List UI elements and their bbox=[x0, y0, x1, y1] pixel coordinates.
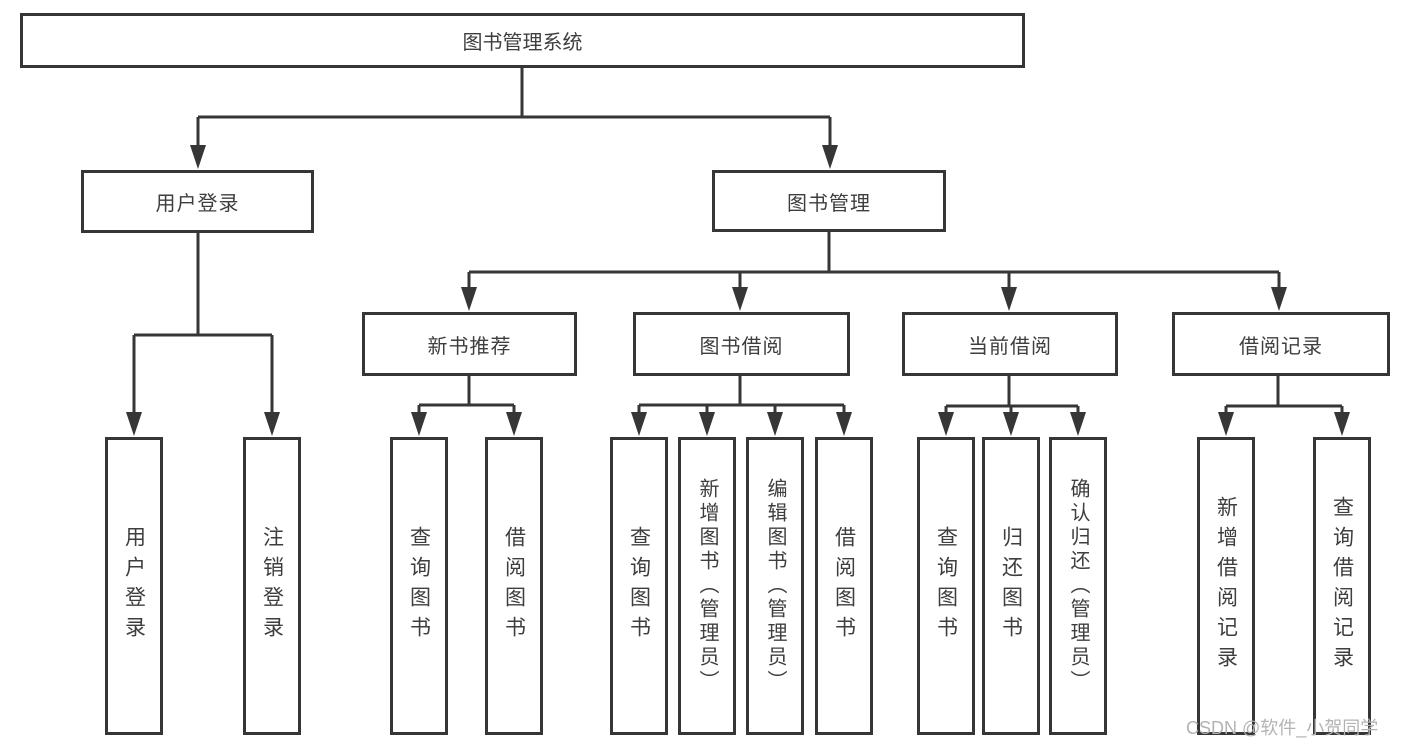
arrow-icon bbox=[631, 412, 647, 436]
arrow-icon bbox=[1003, 412, 1019, 436]
arrow-icon bbox=[938, 412, 954, 436]
arrow-icon bbox=[822, 145, 838, 169]
node-label: 查询图书 bbox=[934, 526, 958, 646]
arrow-icon bbox=[1070, 412, 1086, 436]
node-label: 图书借阅 bbox=[699, 335, 784, 358]
node-new-book-recommendation: 新书推荐 bbox=[362, 312, 577, 376]
node-label: 当前借阅 bbox=[968, 335, 1052, 358]
leaf-borrow-books-borrowing: 借阅图书 bbox=[815, 437, 873, 735]
arrow-icon bbox=[1271, 287, 1287, 311]
node-label: 用户登录 bbox=[122, 526, 146, 646]
node-library-management-system: 图书管理系统 bbox=[20, 13, 1025, 68]
node-label: 新增图书（管理员） bbox=[696, 478, 718, 694]
leaf-logout: 注销登录 bbox=[243, 437, 301, 735]
edge-borrowing-to-leaves bbox=[637, 376, 846, 414]
arrow-icon bbox=[732, 287, 748, 311]
node-label: 借阅图书 bbox=[502, 526, 526, 646]
leaf-query-books-recommend: 查询图书 bbox=[390, 437, 448, 735]
node-label: 查询借阅记录 bbox=[1330, 496, 1354, 676]
edge-records-to-leaves bbox=[1224, 376, 1344, 414]
node-label: 注销登录 bbox=[260, 526, 284, 646]
leaf-user-login: 用户登录 bbox=[105, 437, 163, 735]
edge-userlogin-to-leaves bbox=[132, 233, 274, 414]
arrow-icon bbox=[699, 412, 715, 436]
leaf-edit-books-admin: 编辑图书（管理员） bbox=[746, 437, 804, 735]
leaf-add-borrow-record: 新增借阅记录 bbox=[1197, 437, 1255, 735]
leaf-add-books-admin: 新增图书（管理员） bbox=[678, 437, 736, 735]
arrow-icon bbox=[1218, 412, 1234, 436]
edge-current-to-leaves bbox=[944, 376, 1080, 414]
leaf-confirm-return-admin: 确认归还（管理员） bbox=[1049, 437, 1107, 735]
node-label: 图书管理系统 bbox=[462, 32, 583, 54]
leaf-borrow-books-recommend: 借阅图书 bbox=[485, 437, 543, 735]
leaf-query-borrow-record: 查询借阅记录 bbox=[1313, 437, 1371, 735]
arrow-icon bbox=[1334, 412, 1350, 436]
node-label: 新书推荐 bbox=[427, 335, 512, 358]
arrow-icon bbox=[836, 412, 852, 436]
node-label: 确认归还（管理员） bbox=[1067, 478, 1089, 694]
node-current-borrowing: 当前借阅 bbox=[902, 312, 1118, 376]
node-user-login: 用户登录 bbox=[81, 170, 314, 233]
edge-root-to-level2 bbox=[196, 68, 832, 146]
leaf-return-books: 归还图书 bbox=[982, 437, 1040, 735]
leaf-query-books-borrowing: 查询图书 bbox=[610, 437, 668, 735]
node-label: 新增借阅记录 bbox=[1214, 496, 1238, 676]
edge-bookmgmt-to-level3 bbox=[467, 232, 1281, 290]
node-label: 借阅记录 bbox=[1239, 335, 1323, 358]
node-label: 编辑图书（管理员） bbox=[764, 478, 786, 694]
node-label: 借阅图书 bbox=[832, 526, 856, 646]
leaf-query-books-current: 查询图书 bbox=[917, 437, 975, 735]
node-label: 图书管理 bbox=[787, 192, 871, 215]
arrow-icon bbox=[190, 145, 206, 169]
node-label: 归还图书 bbox=[999, 526, 1023, 646]
arrow-icon bbox=[1001, 287, 1017, 311]
node-label: 查询图书 bbox=[407, 526, 431, 646]
arrow-icon bbox=[461, 287, 477, 311]
arrow-icon bbox=[767, 412, 783, 436]
arrow-icon bbox=[126, 412, 142, 436]
node-book-borrowing: 图书借阅 bbox=[633, 312, 850, 376]
node-book-management: 图书管理 bbox=[712, 170, 946, 232]
arrow-icon bbox=[506, 412, 522, 436]
node-borrowing-records: 借阅记录 bbox=[1172, 312, 1390, 376]
node-label: 查询图书 bbox=[627, 526, 651, 646]
watermark: CSDN @软件_小贺同学 bbox=[1186, 718, 1379, 738]
node-label: 用户登录 bbox=[155, 193, 240, 215]
arrow-icon bbox=[411, 412, 427, 436]
edge-recommend-to-leaves bbox=[417, 376, 516, 414]
arrow-icon bbox=[264, 412, 280, 436]
